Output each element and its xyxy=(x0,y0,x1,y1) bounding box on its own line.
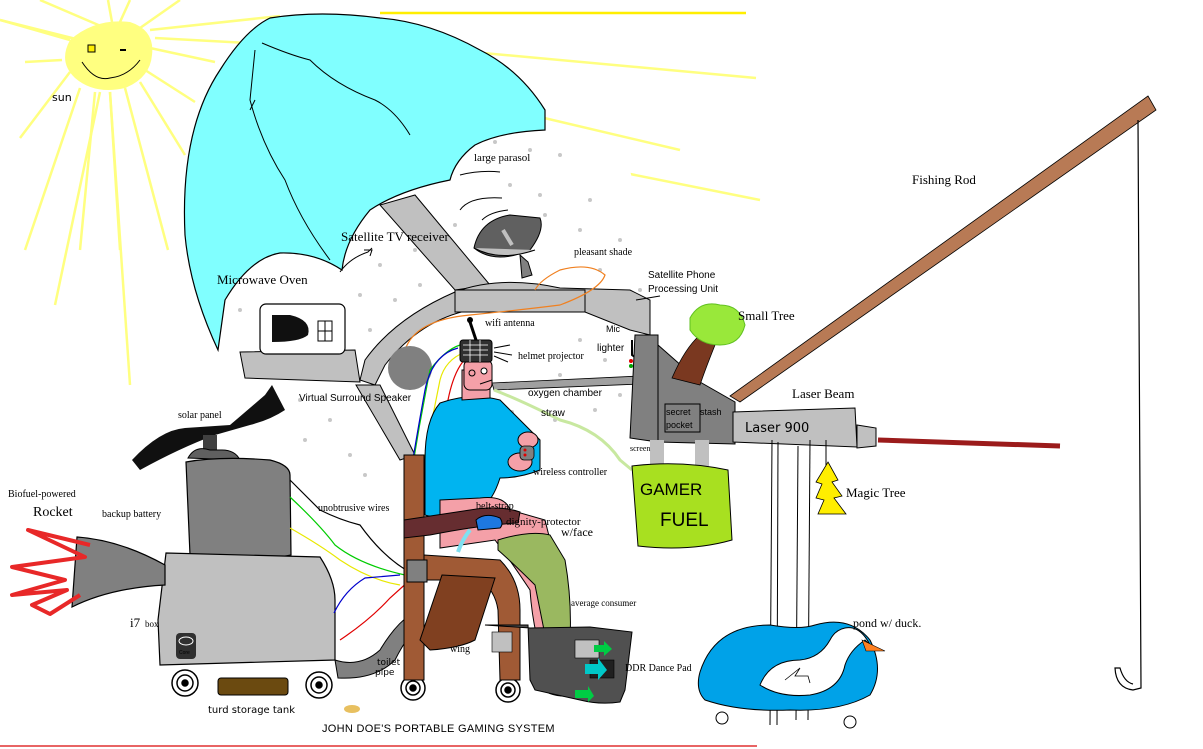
label-turd-storage-tank: turd storage tank xyxy=(208,705,295,716)
i7-box xyxy=(157,552,336,666)
label-average-consumer: average consumer xyxy=(571,598,636,608)
satellite-receiver-arrow xyxy=(339,247,373,273)
satellite-phone-pointer xyxy=(635,295,661,301)
wifi-antenna xyxy=(467,317,478,341)
screen xyxy=(629,334,736,470)
pond-with-duck xyxy=(697,621,886,729)
intel-badge-text: Core xyxy=(179,650,190,656)
label-small-tree: Small Tree xyxy=(738,308,795,323)
label-satellite-tv-receiver: Satellite TV receiver xyxy=(341,229,449,244)
diagram-title: JOHN DOE'S PORTABLE GAMING SYSTEM xyxy=(322,723,555,735)
label-dignity-protector: dignity-protector xyxy=(506,516,581,528)
label-virtual-surround-speaker: Virtual Surround Speaker xyxy=(299,393,412,404)
dignity-protector xyxy=(475,514,503,531)
large-parasol xyxy=(183,13,546,353)
label-unobtrusive-wires: unobtrusive wires xyxy=(318,503,389,514)
sun-eye-left xyxy=(87,44,96,53)
straw xyxy=(493,388,633,472)
laser-beam xyxy=(877,437,1061,449)
ddr-dance-pad xyxy=(484,624,633,704)
fishing-rod xyxy=(729,95,1157,403)
label-biofuel-1: Biofuel-powered xyxy=(8,489,76,500)
parasol-pointer xyxy=(459,170,501,176)
duck-beak xyxy=(861,639,886,652)
helmet-projector xyxy=(459,339,513,363)
sun-smile xyxy=(81,59,141,80)
frame-arch xyxy=(239,281,651,461)
label-biofuel-2: Rocket xyxy=(33,505,73,520)
label-gamer: GAMER xyxy=(640,480,702,499)
magic-tree xyxy=(815,461,847,515)
label-wing: wing xyxy=(450,644,470,655)
label-sun: sun xyxy=(52,91,72,104)
duck xyxy=(759,627,871,696)
label-laser-beam: Laser Beam xyxy=(792,386,854,401)
microwave-oven xyxy=(259,303,346,355)
label-magic-tree: Magic Tree xyxy=(846,485,906,500)
chair xyxy=(403,454,521,681)
gamer-fuel xyxy=(631,463,733,549)
label-ddr-dance-pad: DDR Dance Pad xyxy=(625,663,692,674)
label-with-face: w/face xyxy=(561,525,593,539)
turd-storage-tank xyxy=(217,677,289,696)
label-microwave-oven: Microwave Oven xyxy=(217,272,308,287)
sun-rays xyxy=(0,0,761,386)
label-backup-battery: backup battery xyxy=(102,509,161,520)
sun xyxy=(65,21,153,91)
microwave-shelf xyxy=(239,349,361,383)
average-consumer xyxy=(403,359,590,697)
label-solar-panel: solar panel xyxy=(178,410,222,421)
solar-panel xyxy=(132,385,285,470)
label-fuel: FUEL xyxy=(660,510,709,531)
label-helmet-projector: helmet projector xyxy=(518,351,584,362)
label-i7: i7 xyxy=(130,615,141,630)
label-wifi-antenna: wifi antenna xyxy=(485,318,535,329)
label-pipe: pipe xyxy=(375,668,395,678)
label-box: box xyxy=(145,619,159,629)
wheels xyxy=(171,669,521,703)
wire-junction-box xyxy=(406,559,428,583)
virtual-surround-speaker xyxy=(388,346,432,390)
label-lighter: lighter xyxy=(597,343,625,354)
label-pond-with-duck: pond w/ duck. xyxy=(853,616,921,630)
biofuel-rocket xyxy=(71,536,166,609)
label-pocket: pocket xyxy=(666,420,693,430)
small-tree xyxy=(671,303,746,386)
screen-leg-left xyxy=(650,440,664,470)
label-toilet: toilet xyxy=(377,658,401,668)
satellite-dish xyxy=(459,197,542,279)
label-large-parasol: large parasol xyxy=(474,152,530,164)
chair-wing xyxy=(419,574,496,651)
laser-900: Laser 900 xyxy=(732,407,877,449)
label-oxygen-chamber: oxygen chamber xyxy=(528,388,603,399)
label-satellite-phone-2: Processing Unit xyxy=(648,284,718,295)
backup-battery xyxy=(185,457,292,560)
wireless-controller xyxy=(519,445,535,461)
intel-core-badge: Core xyxy=(176,633,196,659)
label-wireless-controller: wireless controller xyxy=(533,467,608,478)
label-fishing-rod: Fishing Rod xyxy=(912,172,976,187)
label-straw: straw xyxy=(541,408,566,419)
secret-stash-pocket xyxy=(664,403,701,433)
label-satellite-phone-1: Satellite Phone xyxy=(648,270,716,281)
laser-brand-text: Laser 900 xyxy=(745,421,809,436)
label-mic: Mic xyxy=(606,324,620,334)
pleasant-shade-area xyxy=(220,158,680,520)
turd-drop xyxy=(344,705,360,713)
label-pleasant-shade: pleasant shade xyxy=(574,247,633,258)
label-secret: secret xyxy=(666,407,691,417)
orange-wire xyxy=(404,266,606,351)
label-belt-strap: belt-strap xyxy=(476,501,514,512)
rocket-flame xyxy=(10,528,91,616)
label-stash: stash xyxy=(700,407,722,417)
fishing-line-hook xyxy=(1114,119,1142,691)
head xyxy=(463,359,493,391)
label-screen: screen xyxy=(630,444,650,453)
screen-leg-right xyxy=(695,440,709,470)
